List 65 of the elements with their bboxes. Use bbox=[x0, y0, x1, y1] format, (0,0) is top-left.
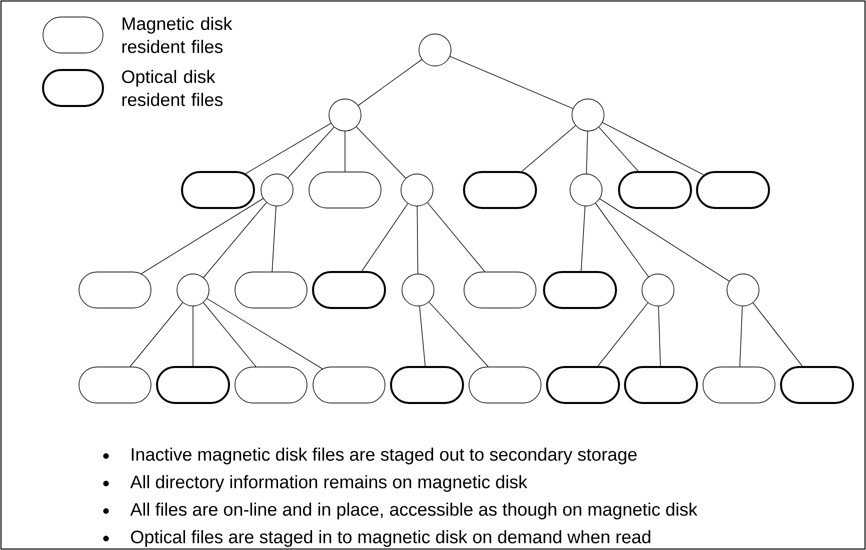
connector-line bbox=[344, 131, 346, 172]
file-capsule bbox=[312, 366, 386, 404]
directory-circle bbox=[642, 274, 674, 306]
directory-circle bbox=[570, 174, 602, 206]
connector-line bbox=[358, 59, 422, 106]
directory-circle bbox=[726, 274, 760, 306]
connector-line bbox=[598, 126, 638, 172]
legend-text: Magnetic disk resident files bbox=[122, 16, 232, 54]
directory-circle bbox=[418, 34, 452, 66]
note-text: All files are on-line and in place, accessible as though on magnetic disk bbox=[130, 502, 698, 520]
connector-line bbox=[245, 122, 332, 174]
connector-line bbox=[580, 206, 586, 272]
file-capsule bbox=[546, 366, 620, 404]
connector-line bbox=[141, 198, 264, 274]
connector-line bbox=[586, 131, 588, 174]
file-capsule bbox=[468, 366, 542, 404]
file-capsule bbox=[78, 366, 152, 404]
connector-line bbox=[416, 206, 418, 274]
directory-circle bbox=[402, 274, 434, 306]
directory-circle bbox=[400, 174, 434, 206]
directory-circle bbox=[260, 174, 294, 206]
note-text: Inactive magnetic disk files are staged out to secondary storage bbox=[132, 448, 637, 464]
note-text: Optical files are staged in to magnetic disk on demand when read bbox=[131, 530, 650, 547]
file-capsule bbox=[696, 171, 770, 209]
file-capsule bbox=[312, 271, 386, 309]
connector-line bbox=[192, 306, 194, 366]
connector-line bbox=[522, 125, 576, 172]
file-capsule bbox=[308, 172, 382, 208]
connector-line bbox=[599, 198, 730, 282]
file-capsule bbox=[390, 366, 464, 404]
connector-line bbox=[419, 306, 426, 366]
file-capsule bbox=[624, 366, 698, 404]
file-capsule bbox=[181, 171, 255, 209]
directory-circle bbox=[328, 98, 362, 132]
connector-line bbox=[203, 202, 267, 278]
connector-line bbox=[356, 126, 406, 179]
connector-line bbox=[752, 302, 803, 366]
connector-line bbox=[288, 126, 334, 178]
connector-line bbox=[739, 306, 743, 367]
connector-line bbox=[130, 302, 183, 367]
file-capsule bbox=[156, 366, 230, 404]
file-capsule bbox=[543, 271, 617, 309]
connector-line bbox=[450, 56, 574, 109]
connector-line bbox=[428, 302, 489, 367]
directory-circle bbox=[572, 98, 604, 132]
connector-line bbox=[427, 202, 486, 272]
connector-line bbox=[602, 122, 704, 176]
directory-circle bbox=[176, 274, 210, 306]
file-capsule bbox=[464, 272, 536, 308]
connector-line bbox=[595, 202, 649, 278]
connector-line bbox=[203, 302, 256, 367]
file-capsule bbox=[78, 272, 152, 308]
connector-line bbox=[272, 206, 276, 272]
connector-line bbox=[206, 298, 323, 370]
note-text: All directory information remains on magnetic disk bbox=[130, 475, 528, 492]
file-capsule bbox=[780, 366, 854, 404]
legend-text: Optical disk resident files bbox=[122, 70, 223, 106]
connector-line bbox=[658, 306, 661, 366]
connector-line bbox=[598, 302, 648, 366]
file-capsule bbox=[234, 366, 308, 404]
file-capsule bbox=[234, 272, 308, 308]
connector-line bbox=[362, 203, 408, 272]
file-capsule bbox=[618, 171, 692, 209]
file-capsule bbox=[463, 171, 537, 209]
file-capsule bbox=[702, 366, 776, 404]
